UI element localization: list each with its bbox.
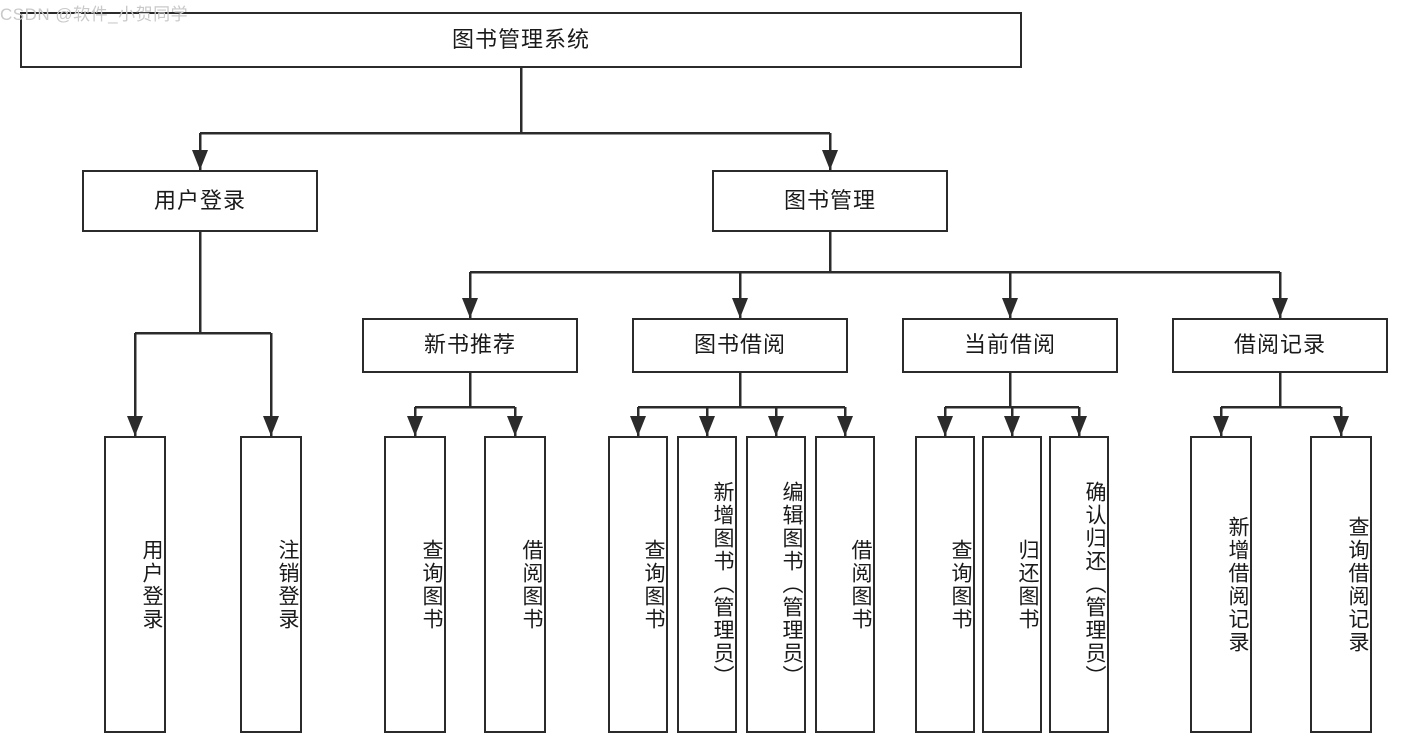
node-leaf-edit-book: 编辑图书（管理员） — [746, 436, 806, 733]
arrowhead — [822, 150, 838, 170]
node-label: 新书推荐 — [423, 332, 516, 358]
node-leaf-add-book: 新增图书（管理员） — [677, 436, 737, 733]
node-label: 注销登录 — [276, 538, 299, 631]
node-leaf-logout: 注销登录 — [240, 436, 302, 733]
node-label: 归还图书 — [1016, 538, 1039, 631]
node-leaf-borrow-book-1: 借阅图书 — [484, 436, 546, 733]
arrowhead — [507, 416, 523, 436]
node-label: 图书借阅 — [693, 332, 786, 358]
node-bookmgmt: 图书管理 — [712, 170, 948, 232]
arrowhead — [1004, 416, 1020, 436]
arrowhead — [1071, 416, 1087, 436]
node-label: 当前借阅 — [963, 332, 1056, 358]
arrowhead — [1213, 416, 1229, 436]
node-label: 图书管理系统 — [451, 26, 590, 52]
node-label: 用户登录 — [153, 187, 246, 213]
node-label: 借阅记录 — [1233, 332, 1326, 358]
node-records: 借阅记录 — [1172, 318, 1388, 373]
arrowhead — [263, 416, 279, 436]
node-leaf-query-book-2: 查询图书 — [608, 436, 668, 733]
arrowhead — [1272, 298, 1288, 318]
node-label: 确认归还（管理员） — [1083, 481, 1106, 688]
arrowhead — [768, 416, 784, 436]
node-label: 编辑图书（管理员） — [780, 481, 803, 688]
arrowhead — [1333, 416, 1349, 436]
node-leaf-query-record: 查询借阅记录 — [1310, 436, 1372, 733]
node-leaf-user-login: 用户登录 — [104, 436, 166, 733]
node-label: 借阅图书 — [520, 538, 543, 631]
node-label: 用户登录 — [140, 538, 163, 631]
node-label: 查询借阅记录 — [1346, 515, 1369, 654]
arrowhead — [127, 416, 143, 436]
arrowhead — [837, 416, 853, 436]
node-login: 用户登录 — [82, 170, 318, 232]
node-leaf-add-record: 新增借阅记录 — [1190, 436, 1252, 733]
arrowhead — [732, 298, 748, 318]
node-label: 新增图书（管理员） — [711, 481, 734, 688]
node-root: 图书管理系统 — [20, 12, 1022, 68]
node-leaf-borrow-book-2: 借阅图书 — [815, 436, 875, 733]
node-leaf-return-book: 归还图书 — [982, 436, 1042, 733]
arrowhead — [462, 298, 478, 318]
arrowhead — [407, 416, 423, 436]
arrowhead — [937, 416, 953, 436]
node-leaf-query-book-3: 查询图书 — [915, 436, 975, 733]
node-current: 当前借阅 — [902, 318, 1118, 373]
arrowhead — [192, 150, 208, 170]
arrowhead — [630, 416, 646, 436]
node-borrow: 图书借阅 — [632, 318, 848, 373]
node-label: 借阅图书 — [849, 538, 872, 631]
node-label: 查询图书 — [642, 538, 665, 631]
node-leaf-confirm-return: 确认归还（管理员） — [1049, 436, 1109, 733]
node-label: 查询图书 — [420, 538, 443, 631]
node-label: 查询图书 — [949, 538, 972, 631]
node-label: 图书管理 — [783, 187, 876, 213]
node-leaf-query-book-1: 查询图书 — [384, 436, 446, 733]
node-newbooks: 新书推荐 — [362, 318, 578, 373]
arrowhead — [1002, 298, 1018, 318]
arrowhead — [699, 416, 715, 436]
node-label: 新增借阅记录 — [1226, 515, 1249, 654]
watermark: CSDN @软件_小贺同学 — [0, 5, 189, 24]
